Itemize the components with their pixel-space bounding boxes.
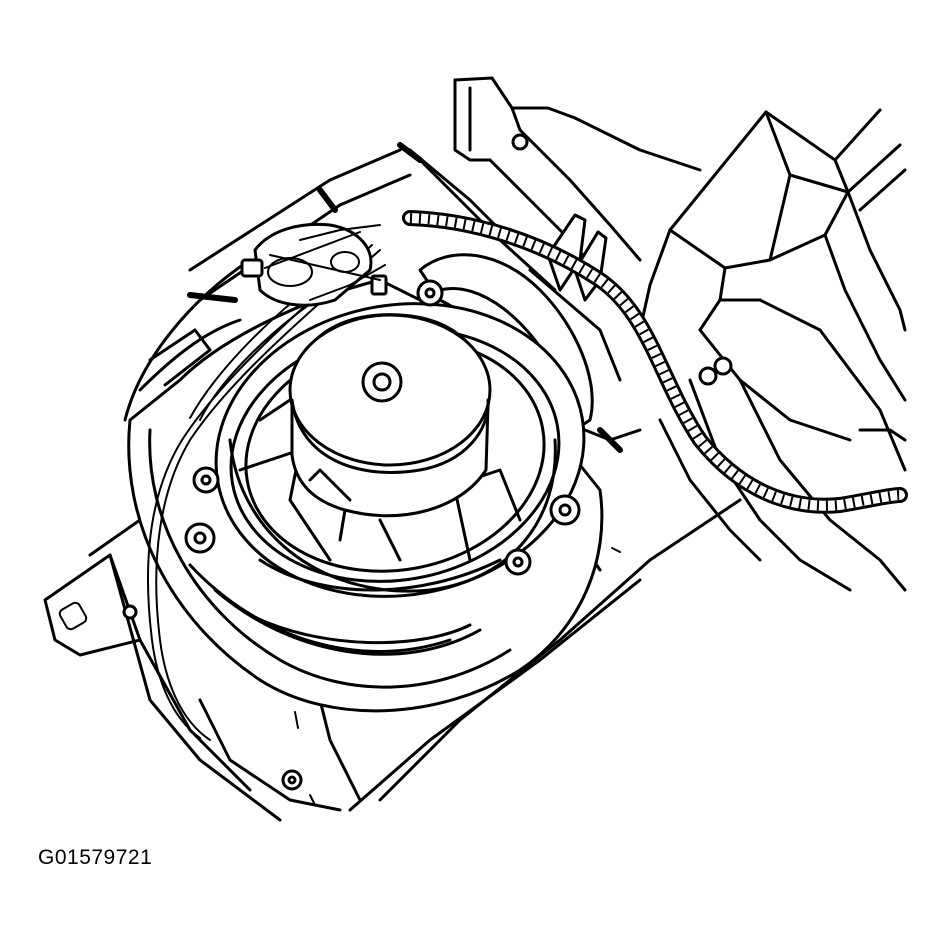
electrical-connector (240, 222, 388, 307)
mounting-screw-icon (184, 522, 216, 554)
blower-motor (288, 313, 492, 518)
mounting-screw-icon (549, 494, 581, 526)
hvac-case (453, 76, 907, 592)
figure-id-label: G01579721 (38, 846, 153, 869)
mounting-screw-icon (504, 548, 532, 576)
mounting-screw-icon (192, 466, 220, 494)
mounting-bracket (43, 498, 742, 822)
mounting-screw-icon (416, 279, 444, 307)
wiring-harness (146, 210, 908, 741)
